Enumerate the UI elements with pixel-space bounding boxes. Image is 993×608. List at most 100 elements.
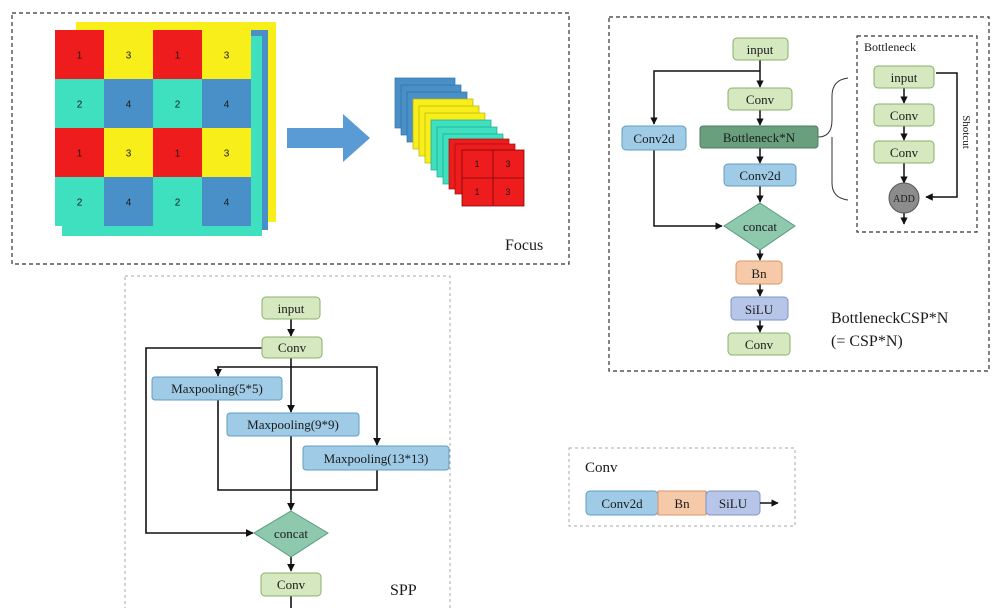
bottleneck-add-node — [888, 182, 920, 214]
csp-conv-top-label: Conv — [746, 92, 775, 107]
spp-concat-node: concat — [253, 510, 329, 558]
focus-grid-cell — [104, 79, 153, 128]
csp-bn-label: Bn — [751, 266, 767, 281]
conv-legend-conv2d-label: Conv2d — [601, 496, 643, 511]
bottleneck-add-label: ADD — [893, 194, 915, 205]
spp-input-label: input — [278, 301, 305, 316]
csp-title-line1: BottleneckCSP*N — [831, 310, 949, 327]
focus-grid-cell-label: 4 — [224, 100, 230, 111]
focus-grid-cell-label: 2 — [175, 100, 181, 111]
focus-title: Focus — [505, 237, 543, 254]
csp-concat-label: concat — [743, 219, 777, 234]
focus-grid-cell-label: 2 — [175, 198, 181, 209]
focus-grid-cell — [153, 30, 202, 79]
spp-title: SPP — [390, 582, 417, 599]
focus-grid-cell-label: 4 — [224, 198, 230, 209]
csp-conv2d-mid-label: Conv2d — [739, 168, 781, 183]
conv-legend-bn-label: Bn — [674, 496, 690, 511]
focus-grid-cell-label: 2 — [77, 100, 83, 111]
focus-output-stack: 1 3 1 3 — [394, 77, 525, 207]
conv-legend-title: Conv — [585, 460, 618, 476]
focus-grid-cell — [55, 177, 104, 226]
spp-pool13-label: Maxpooling(13*13) — [324, 451, 429, 466]
focus-grid-cell — [202, 128, 251, 177]
spp-concat-label: concat — [274, 526, 308, 541]
spp-input-node: input — [261, 296, 321, 320]
focus-grid-cell — [153, 79, 202, 128]
focus-grid-cell-label: 1 — [175, 51, 181, 62]
csp-conv-bottom-label: Conv — [745, 337, 774, 352]
csp-bottleneck-label: Bottleneck*N — [723, 130, 796, 145]
focus-out-cell: 3 — [505, 159, 510, 169]
bottleneck-title: Bottleneck — [864, 40, 916, 54]
spp-conv-top-label: Conv — [278, 340, 307, 355]
focus-input-stack: 1 3 1 3 2 4 2 4 1 3 1 3 2 4 2 4 — [55, 22, 276, 236]
spp-connectors — [145, 319, 381, 608]
csp-title-line2: (= CSP*N) — [831, 333, 903, 350]
bottleneck-shortcut-label: Shotcut — [960, 115, 972, 149]
conv-legend-border — [568, 447, 796, 527]
csp-conv2d-mid-node: Conv2d — [723, 163, 797, 187]
focus-grid-cell-label: 4 — [126, 198, 132, 209]
conv-legend-silu-label: SiLU — [719, 496, 748, 511]
focus-grid-cell-label: 3 — [224, 51, 230, 62]
csp-bottleneck-node: Bottleneck*N — [699, 125, 819, 149]
csp-connectors — [650, 60, 764, 333]
focus-panel: 1 3 1 3 2 4 2 4 1 3 1 3 2 4 2 4 1 3 1 3 — [11, 12, 570, 265]
spp-conv-bottom-label: Conv — [277, 577, 306, 592]
bottleneck-conv1-label: Conv — [890, 108, 919, 123]
csp-conv-bottom-node: Conv — [727, 332, 791, 356]
spp-border — [124, 275, 451, 608]
focus-grid-cell — [202, 30, 251, 79]
focus-grid-cell — [104, 128, 153, 177]
csp-silu-label: SiLU — [745, 302, 774, 317]
spp-pool5-label: Maxpooling(5*5) — [171, 381, 263, 396]
bottleneck-detail-box: Bottleneck input Conv Conv ADD Shotcut — [856, 35, 978, 233]
focus-front-grid: 1 3 1 3 2 4 2 4 1 3 1 3 2 4 2 4 — [55, 30, 251, 226]
csp-input-node: input — [732, 37, 789, 61]
focus-grid-cell-label: 3 — [126, 149, 132, 160]
csp-concat-node: concat — [723, 202, 796, 251]
focus-grid-cell-label: 1 — [175, 149, 181, 160]
csp-input-label: input — [747, 42, 774, 57]
csp-silu-node: SiLU — [730, 296, 789, 321]
csp-conv-top-node: Conv — [727, 87, 793, 111]
spp-pool5-node: Maxpooling(5*5) — [151, 376, 283, 401]
focus-grid-cell — [153, 177, 202, 226]
focus-grid-cell — [202, 177, 251, 226]
spp-panel: input Conv Maxpooling(5*5) Maxpooling(9*… — [124, 275, 451, 608]
focus-grid-cell-label: 3 — [126, 51, 132, 62]
focus-out-cell: 1 — [474, 159, 479, 169]
focus-grid-cell-label: 4 — [126, 100, 132, 111]
bottleneck-conv2-label: Conv — [890, 145, 919, 160]
spp-pool13-node: Maxpooling(13*13) — [302, 445, 450, 471]
focus-grid-cell — [55, 30, 104, 79]
csp-brace — [817, 77, 849, 201]
focus-grid-cell — [55, 128, 104, 177]
focus-grid-cell — [55, 79, 104, 128]
focus-grid-cell — [153, 128, 202, 177]
focus-grid-cell-label: 3 — [224, 149, 230, 160]
focus-grid-cell — [104, 177, 153, 226]
spp-conv-top-node: Conv — [261, 336, 323, 359]
bottleneck-input-label: input — [891, 70, 918, 85]
focus-grid-cell-label: 1 — [77, 51, 83, 62]
csp-conv2d-left-label: Conv2d — [633, 131, 675, 146]
bottleneck-conv1-node — [873, 103, 935, 127]
focus-output-front: 1 3 1 3 — [461, 149, 525, 207]
spp-pool9-label: Maxpooling(9*9) — [247, 417, 339, 432]
conv-legend-bn — [657, 490, 707, 516]
focus-border — [11, 12, 570, 265]
focus-grid-cell — [104, 30, 153, 79]
focus-grid-cell-label: 2 — [77, 198, 83, 209]
bottleneck-conv2-node — [873, 140, 935, 164]
focus-grid-cell — [202, 79, 251, 128]
csp-conv2d-left-node: Conv2d — [621, 125, 687, 151]
csp-border — [608, 16, 990, 372]
focus-grid-cell-label: 1 — [77, 149, 83, 160]
csp-bn-node: Bn — [735, 260, 783, 285]
focus-out-cell: 3 — [505, 187, 510, 197]
spp-pool9-node: Maxpooling(9*9) — [226, 412, 360, 437]
focus-out-cell: 1 — [474, 187, 479, 197]
